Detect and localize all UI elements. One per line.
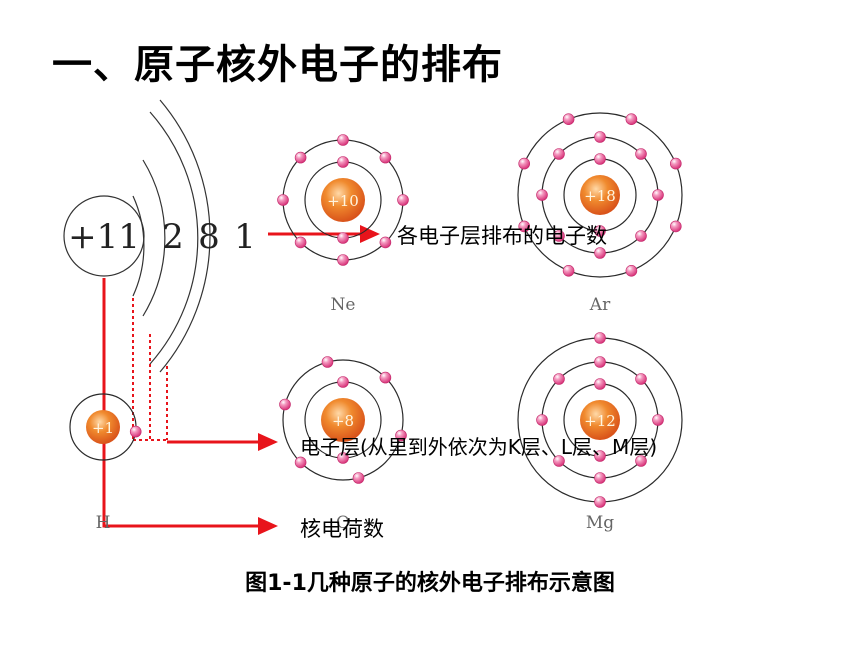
electron — [669, 157, 682, 170]
shell-count-m: 1 — [234, 217, 256, 257]
arrowhead-shells — [258, 433, 278, 451]
electron — [279, 398, 291, 411]
annotation-arrows — [102, 232, 365, 528]
electron — [635, 230, 647, 242]
nucleus-charge-label: +8 — [332, 412, 354, 430]
electron — [294, 151, 307, 164]
arrow-nuclear-charge — [102, 278, 262, 528]
electron — [277, 194, 289, 206]
sodium-m-shell-arc — [149, 111, 199, 365]
electron — [594, 247, 606, 259]
electron — [321, 356, 334, 368]
electron — [379, 371, 392, 384]
electron — [594, 332, 606, 344]
electron — [635, 455, 647, 467]
element-symbol: Ar — [589, 295, 611, 315]
figure-caption: 图1-1几种原子的核外电子排布示意图 — [245, 571, 615, 596]
electron — [562, 113, 575, 125]
electron — [553, 230, 565, 242]
electron — [652, 414, 664, 426]
element-symbol: H — [96, 513, 111, 533]
electron — [129, 425, 142, 438]
arrowhead-electron-count — [360, 225, 380, 243]
electron — [652, 189, 664, 201]
orbit-ring — [517, 112, 683, 278]
electron — [553, 373, 565, 385]
shell-bracket-dotted — [132, 298, 168, 441]
electron — [397, 194, 409, 206]
sodium-schematic: +11 2 8 1 — [63, 99, 256, 373]
sodium-outer-arc — [159, 99, 211, 373]
electron — [337, 134, 349, 146]
electron — [536, 414, 548, 426]
nucleus — [321, 178, 365, 222]
sodium-nucleus-charge: +11 — [68, 217, 140, 257]
electron — [379, 151, 392, 164]
electron — [594, 225, 606, 237]
element-symbol: Ne — [331, 295, 356, 315]
electron — [337, 156, 349, 168]
orbit-ring — [282, 359, 404, 481]
electron — [635, 373, 647, 385]
electron — [553, 455, 565, 467]
nucleus-charge-label: +10 — [327, 192, 359, 210]
nucleus-charge-label: +18 — [584, 187, 616, 205]
electron — [594, 450, 606, 462]
electron — [553, 148, 565, 160]
electron — [294, 456, 307, 469]
nucleus — [86, 410, 120, 444]
electron — [562, 264, 575, 277]
nucleus-charge-label: +1 — [92, 419, 114, 437]
electron — [594, 356, 606, 368]
sodium-l-shell-arc — [142, 159, 166, 317]
nucleus — [580, 400, 620, 440]
electron — [379, 236, 392, 249]
nuclear-charge-label: 核电荷数 — [300, 517, 384, 541]
electron — [625, 113, 638, 125]
electron — [337, 376, 349, 388]
electron — [669, 220, 682, 233]
electron — [337, 232, 349, 244]
electron — [594, 472, 606, 484]
electron — [594, 131, 606, 143]
atom-h: +1H — [69, 393, 142, 533]
electron — [536, 189, 548, 201]
nucleus — [580, 175, 620, 215]
electron — [337, 452, 349, 464]
electron — [594, 496, 606, 508]
electron — [294, 236, 307, 249]
electron — [635, 148, 647, 160]
arrowhead-nuclear-charge — [258, 517, 278, 535]
electron-count-label: 各电子层排布的电子数 — [397, 224, 607, 248]
shells-label: 电子层(从里到外依次为K层、L层、M层) — [300, 435, 658, 459]
nucleus-charge-label: +12 — [584, 412, 616, 430]
element-symbol: Mg — [586, 513, 614, 533]
atom-o: +8O — [279, 356, 407, 533]
shell-count-k: 2 — [162, 217, 184, 257]
page-title: 一、原子核外电子的排布 — [52, 42, 503, 88]
electron — [518, 157, 531, 170]
element-symbol: O — [336, 513, 350, 533]
electron — [594, 153, 606, 165]
electron — [518, 220, 531, 233]
sodium-k-shell-arc — [132, 195, 145, 297]
electron — [625, 264, 638, 277]
electron — [337, 254, 349, 266]
electron — [352, 472, 365, 484]
electron — [395, 429, 407, 442]
electron — [594, 378, 606, 390]
shell-count-l: 8 — [198, 217, 220, 257]
nucleus — [321, 398, 365, 442]
